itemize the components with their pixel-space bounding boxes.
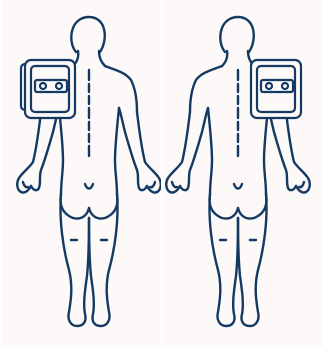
panel-left: [1, 0, 161, 347]
pack-buckle-right: [282, 83, 288, 89]
figure-left-svg: [1, 0, 161, 347]
figure-right-svg: [163, 0, 323, 347]
pack-buckle-right: [56, 83, 62, 89]
pack-buckle-left: [40, 83, 46, 89]
shoulder-cold-pack-icon: [251, 60, 301, 118]
pack-buckle-left: [266, 83, 272, 89]
shoulder-cold-pack-icon: [21, 60, 75, 118]
panel-right: [163, 0, 323, 347]
